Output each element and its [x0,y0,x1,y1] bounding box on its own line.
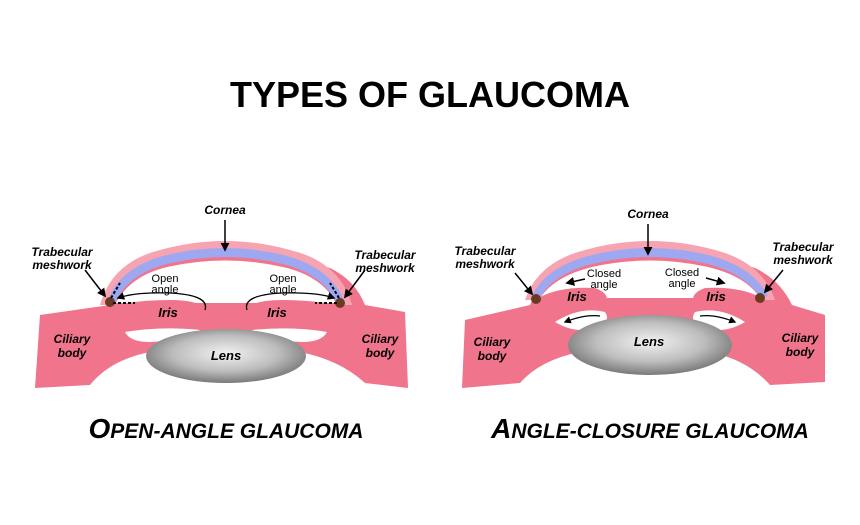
open-angle-left-label-2: angle [152,284,179,296]
closed-ciliary-right-label-1: Ciliary [782,331,820,345]
open-ciliary-left-label-2: body [58,346,88,360]
open-caption-initial: O [89,413,111,444]
page-title: TYPES OF GLAUCOMA [230,74,630,115]
closed-ciliary-right-label-2: body [786,345,816,359]
closed-angle-left-label-2: angle [591,279,618,291]
open-iris-right-label: Iris [267,305,287,320]
open-posterior-gap-left [125,328,200,342]
closed-iris-right-label: Iris [706,289,726,304]
open-trab-left-label-1: Trabecular [31,245,93,259]
open-flow-arrow-left [116,292,207,311]
open-iris-left-label: Iris [158,305,178,320]
open-drain-right [315,282,340,304]
open-drain-left [110,282,135,304]
open-iris-right [247,300,336,325]
open-trab-right-label-2: meshwork [355,261,416,275]
open-caption-rest: PEN-ANGLE GLAUCOMA [110,420,363,443]
closed-cornea-layer [532,248,768,298]
closed-trab-right-label-2: meshwork [773,253,834,267]
open-posterior-gap-right [252,328,327,342]
closed-angle-left-arrow [565,277,586,286]
closed-caption: ANGLE-CLOSURE GLAUCOMA [490,413,809,444]
closed-angle-panel: Cornea Trabecular meshwork Trabecular me… [454,207,834,444]
closed-flow-left [563,315,601,324]
closed-angle-left-label-1: Closed [587,268,621,280]
open-caption: OPEN-ANGLE GLAUCOMA [89,413,364,444]
open-flow-arrow-right [245,292,336,311]
closed-meshwork-right-icon [755,293,765,303]
closed-meshwork-left-icon [531,294,541,304]
closed-cornea-label: Cornea [627,207,669,221]
closed-lens-label: Lens [634,334,664,349]
closed-trab-right-label-1: Trabecular [772,240,834,254]
open-ciliary-left-label-1: Ciliary [54,332,92,346]
open-angle-panel: Cornea Trabecular meshwork Trabecular me… [31,203,416,444]
closed-cornea-rim [525,241,775,300]
closed-angle-right-arrow [705,276,726,286]
closed-caption-initial: A [490,413,511,444]
open-lens [146,329,306,383]
open-ciliary-right-label-1: Ciliary [362,332,400,346]
open-cornea-label: Cornea [204,203,246,217]
open-trab-right-pointer [343,269,366,299]
closed-lens [568,315,732,375]
open-angle-right-label-2: angle [270,284,297,296]
open-meshwork-right-icon [335,298,345,308]
closed-trab-right-pointer [763,269,784,294]
closed-caption-rest: NGLE-CLOSURE GLAUCOMA [511,420,809,443]
open-cornea-layer [108,248,344,302]
open-iris-left [116,300,205,325]
closed-trab-left-label-2: meshwork [455,257,516,271]
open-lens-label: Lens [211,348,241,363]
open-angle-left-label-1: Open [152,273,179,285]
open-trab-left-label-2: meshwork [32,258,93,272]
closed-angle-right-label-2: angle [669,278,696,290]
closed-trab-left-label-1: Trabecular [454,244,516,258]
closed-ciliary-left-label-1: Ciliary [474,335,512,349]
closed-flow-right [699,315,737,324]
open-trab-left-pointer [84,269,107,298]
open-meshwork-left-icon [105,297,115,307]
closed-iris-right [692,287,762,312]
closed-angle-right-label-1: Closed [665,267,699,279]
closed-iris-left [538,287,608,312]
open-anterior-chamber [116,260,336,303]
open-angle-right-label-1: Open [270,273,297,285]
open-ciliary-right-label-2: body [366,346,396,360]
closed-ciliary-left-label-2: body [478,349,508,363]
closed-trab-left-pointer [514,272,534,296]
closed-iris-left-label: Iris [567,289,587,304]
open-trab-right-label-1: Trabecular [354,248,416,262]
